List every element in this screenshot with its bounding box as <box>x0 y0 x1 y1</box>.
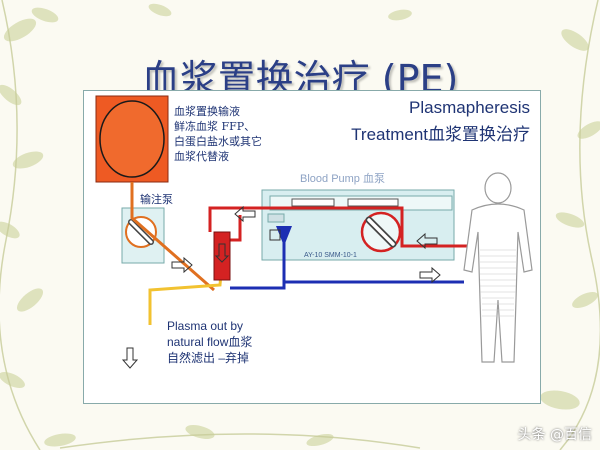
arrow-right-icon <box>171 256 193 274</box>
arrow-left-icon <box>416 232 438 250</box>
human-figure <box>463 172 533 363</box>
heading-line-1: Plasmapheresis <box>409 98 530 117</box>
infusion-pump-label: 输注泵 <box>140 193 173 206</box>
arrow-down-icon <box>214 243 230 263</box>
replacement-fluid-line-3: 白蛋白盐水或其它 <box>174 135 262 148</box>
replacement-fluid-line-1: 血浆置换输液 <box>174 105 240 118</box>
arrow-down-icon <box>121 347 139 369</box>
replacement-fluid-line <box>130 182 215 292</box>
replacement-fluid-line-2: 鲜冻血浆 FFP、 <box>174 120 256 133</box>
blue-return-line <box>230 236 464 290</box>
replacement-fluid-line-4: 血浆代替液 <box>174 150 229 163</box>
heading-line-2: Treatment血浆置换治疗 <box>351 125 530 144</box>
plasma-filter <box>213 231 231 281</box>
arrow-right-icon <box>419 266 441 284</box>
plasma-out-line-3: 自然滤出 –弃掉 <box>167 351 250 365</box>
machine-model: AY-10 SMM-10-1 <box>304 252 357 259</box>
replacement-fluid-bag-inner <box>99 100 165 178</box>
arrow-left-icon <box>234 205 256 223</box>
watermark: 头条 @百信 <box>517 427 592 443</box>
plasma-out-line-2: natural flow血浆 <box>167 335 253 349</box>
replacement-fluid-label: 血浆置换输液 鲜冻血浆 FFP、 白蛋白盐水或其它 血浆代替液 <box>174 104 262 164</box>
blood-pump-label: Blood Pump 血泵 <box>300 173 385 185</box>
plasma-out-line <box>148 261 224 325</box>
plasma-out-label: Plasma out by natural flow血浆 自然滤出 –弃掉 <box>167 318 252 366</box>
plasma-out-line-1: Plasma out by <box>167 319 244 333</box>
